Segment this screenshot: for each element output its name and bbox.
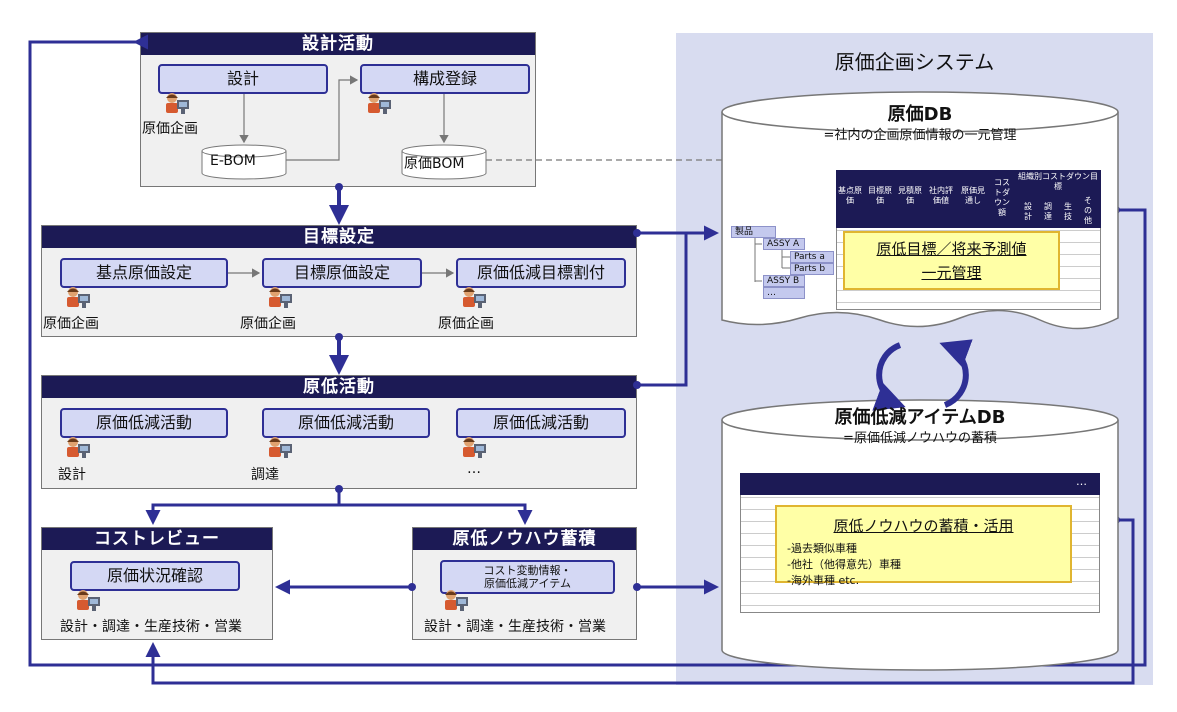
ebom-label: E-BOM — [210, 153, 256, 169]
cost-db-title: 原価DB — [887, 104, 953, 125]
knowhow-bullet-2: -他社（他得意先）車種 — [787, 558, 901, 571]
target-cost-setting-step: 目標原価設定 — [262, 258, 422, 288]
reduction-step-1: 原価低減活動 — [60, 408, 228, 438]
design-activity-header: 設計活動 — [141, 33, 535, 55]
reduction-activity-header: 原低活動 — [42, 376, 636, 398]
knowhow-bullet-3: -海外車種 etc. — [787, 574, 860, 587]
base-cost-setting-step: 基点原価設定 — [60, 258, 228, 288]
col-cost-outlook: 原価見通し — [961, 186, 985, 205]
reduction-role-3: … — [467, 461, 481, 477]
cost-change-info-step: コスト変動情報・ 原価低減アイテム — [440, 560, 615, 594]
cost-db-table-header — [836, 170, 1101, 228]
col-prod-eng: 生技 — [1064, 202, 1072, 221]
reduction-role-1: 設計 — [58, 467, 86, 483]
cost-review-header: コストレビュー — [42, 528, 272, 550]
knowhow-roles: 設計・調達・生産技術・営業 — [424, 619, 606, 635]
knowhow-bullet-1: -過去類似車種 — [787, 542, 857, 555]
cost-target-highlight: 原低目標／将来予測値 一元管理 — [843, 231, 1060, 290]
system-title: 原価企画システム — [834, 50, 995, 74]
cost-change-info-line1: コスト変動情報・ — [483, 564, 572, 577]
design-step: 設計 — [158, 64, 328, 94]
knowhow-highlight: 原低ノウハウの蓄積・活用 -過去類似車種 -他社（他得意先）車種 -海外車種 e… — [775, 505, 1072, 587]
tree-assy-a: ASSY A — [763, 238, 805, 250]
reduction-db-title: 原価低減アイテムDB — [834, 407, 1006, 428]
target-role-2: 原価企画 — [240, 316, 296, 332]
col-design: 設計 — [1024, 202, 1032, 221]
reduction-step-3: 原価低減活動 — [456, 408, 626, 438]
cost-review-roles: 設計・調達・生産技術・営業 — [60, 619, 242, 635]
reduction-target-allocation-step: 原価低減目標割付 — [456, 258, 626, 288]
cost-change-info-line2: 原価低減アイテム — [484, 577, 571, 590]
tree-parts-b: Parts b — [790, 263, 834, 275]
cost-bom-cylinder — [401, 144, 487, 180]
col-estimate-cost: 見積原価 — [898, 186, 922, 205]
reduction-db-table-header — [740, 473, 1100, 495]
tree-assy-b: ASSY B — [763, 275, 805, 287]
knowhow-highlight-title: 原低ノウハウの蓄積・活用 — [833, 517, 1014, 535]
reduction-db-subtitle: =原価低減ノウハウの蓄積 — [843, 431, 997, 446]
group-header-org-target: 組織別コストダウン目標 — [1018, 172, 1098, 191]
config-registration-step: 構成登録 — [360, 64, 530, 94]
col-cost-down: コストダウン額 — [994, 178, 1010, 217]
cost-db-subtitle: =社内の企画原価情報の一元管理 — [823, 128, 1017, 143]
reduction-step-2: 原価低減活動 — [262, 408, 430, 438]
knowhow-header: 原低ノウハウ蓄積 — [413, 528, 636, 550]
tree-product: 製品 — [731, 226, 776, 238]
cost-bom-label: 原価BOM — [404, 156, 465, 172]
tree-more: … — [763, 287, 805, 299]
reduction-db-ellipsis: … — [1076, 475, 1087, 488]
col-base-cost: 基点原価 — [838, 186, 862, 205]
reduction-role-2: 調達 — [251, 467, 279, 483]
col-internal-eval: 社内評価値 — [929, 186, 953, 205]
target-role-1: 原価企画 — [43, 316, 99, 332]
col-procurement: 調達 — [1044, 202, 1052, 221]
highlight-line1: 原低目標／将来予測値 — [876, 240, 1027, 258]
target-setting-header: 目標設定 — [42, 226, 636, 248]
target-role-3: 原価企画 — [438, 316, 494, 332]
col-target-cost: 目標原価 — [868, 186, 892, 205]
col-other: その他 — [1084, 196, 1092, 225]
tree-parts-a: Parts a — [790, 251, 834, 263]
design-role-label: 原価企画 — [142, 121, 198, 137]
person-computer-icon — [67, 93, 486, 611]
ebom-cylinder — [201, 144, 287, 180]
cost-status-check-step: 原価状況確認 — [70, 561, 240, 591]
highlight-line2: 一元管理 — [921, 264, 982, 282]
